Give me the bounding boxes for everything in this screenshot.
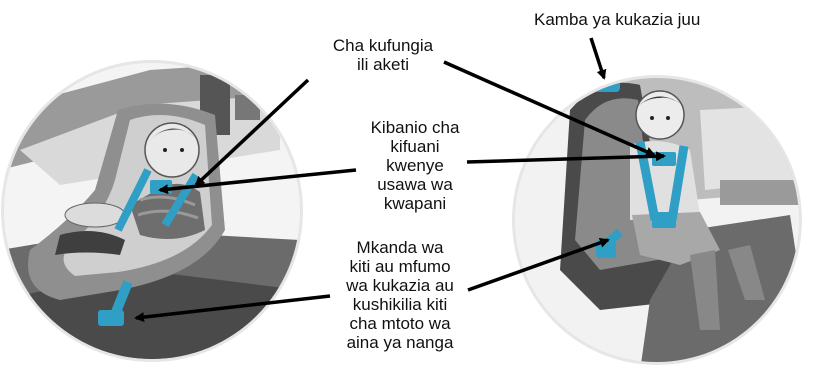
label-chest-clip: Kibanio cha kifuani kwenye usawa wa kwap… — [370, 118, 460, 213]
pointer-arrows — [134, 37, 666, 323]
label-top-tether: Kamba ya kukazia juu — [534, 10, 701, 29]
arrow-buckle-left — [194, 78, 310, 187]
arrow-chest-right — [466, 151, 666, 164]
arrow-chest-left — [158, 168, 357, 195]
arrow-top-tether — [589, 37, 607, 80]
arrow-anchor-left — [134, 294, 331, 323]
label-anchor-system: Mkanda wa kiti au mfumo wa kukazia au ku… — [346, 238, 454, 352]
infant-seat-illustration — [1, 60, 303, 362]
forward-seat-illustration — [512, 75, 802, 365]
arrow-anchor-right — [467, 237, 610, 292]
arrow-buckle-right — [443, 60, 656, 157]
label-harness-buckle: Cha kufungia ili aketi — [332, 36, 434, 74]
